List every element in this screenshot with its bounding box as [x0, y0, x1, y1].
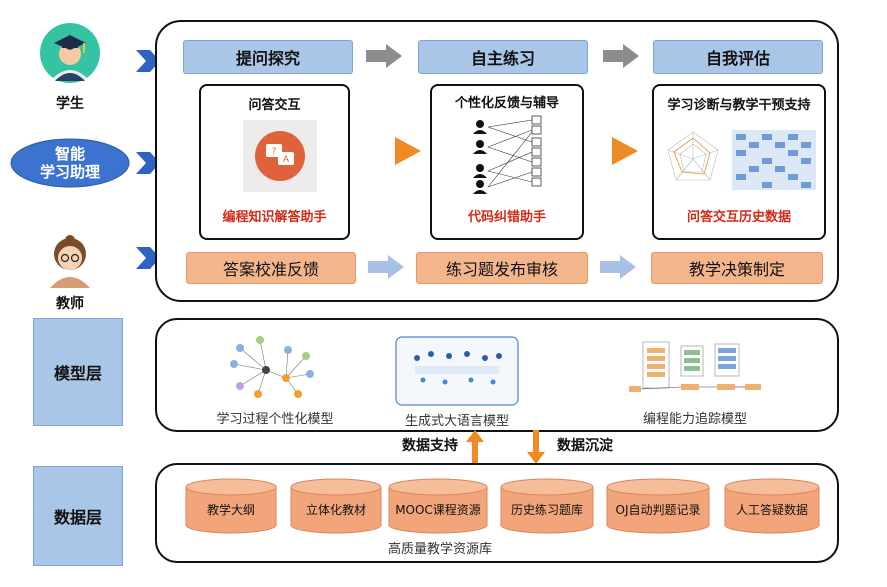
card-feedback-caption: 代码纠错助手: [467, 209, 546, 225]
heatmap-graphic: [732, 130, 816, 190]
arrow-right-icon: [612, 137, 638, 165]
resource-cylinder: OJ自动判题记录: [606, 478, 710, 534]
resource-oj-records: OJ自动判题记录: [615, 502, 701, 517]
programming-trace-graphic: [625, 338, 765, 400]
svg-text:A: A: [283, 155, 290, 165]
teacher-avatar: [40, 228, 100, 290]
model-learning-process: 学习过程个性化模型: [216, 411, 334, 427]
step-ask-explore: 提问探究: [183, 40, 353, 74]
step-answer-calibration: 答案校准反馈: [186, 252, 356, 284]
step-exercise-release: 练习题发布审核: [416, 252, 588, 284]
svg-text:?: ?: [272, 147, 277, 157]
data-layer-label: 数据层: [33, 466, 123, 566]
assistant-label: 智能 学习助理: [39, 145, 100, 181]
resource-syllabus: 教学大纲: [206, 502, 255, 517]
resource-exercise-bank: 历史练习题库: [510, 502, 583, 517]
student-avatar: [40, 23, 100, 83]
arrow-right-icon: [600, 255, 636, 279]
resource-cylinder: 立体化教材: [290, 478, 382, 534]
chevron-right-icon: [136, 50, 160, 72]
model-programming-ability: 编程能力追踪模型: [642, 411, 747, 427]
resource-cylinder: 人工答疑数据: [724, 478, 820, 534]
arrow-right-icon: [395, 137, 421, 165]
chat-bubble-icon: ? A: [243, 120, 317, 192]
resource-manual-qa: 人工答疑数据: [735, 502, 808, 517]
teacher-label: 教师: [56, 296, 84, 312]
resource-textbook: 立体化教材: [305, 502, 366, 517]
student-matching-graphic: [470, 112, 550, 194]
step-teaching-decision: 教学决策制定: [651, 252, 823, 284]
model-generative-llm: 生成式大语言模型: [404, 413, 509, 429]
card-qa-title: 问答交互: [248, 97, 301, 113]
card-qa: 问答交互 ? A 编程知识解答助手: [199, 84, 350, 240]
resource-library-caption: 高质量教学资源库: [387, 541, 492, 557]
arrow-right-icon: [366, 44, 402, 68]
resource-cylinder: 教学大纲: [185, 478, 277, 534]
card-diagnosis-title: 学习诊断与教学干预支持: [667, 97, 811, 113]
model-layer-label: 模型层: [33, 318, 123, 426]
radar-chart-graphic: [660, 126, 726, 192]
card-feedback: 个性化反馈与辅导 代码纠错助手: [430, 84, 584, 240]
data-sediment-label: 数据沉淀: [557, 438, 613, 454]
assistant-ellipse: 智能 学习助理: [10, 138, 130, 188]
resource-mooc: MOOC课程资源: [395, 502, 481, 517]
chevron-right-icon: [136, 152, 160, 174]
step-self-assess: 自我评估: [653, 40, 823, 74]
resource-cylinder: 历史练习题库: [500, 478, 594, 534]
arrow-right-icon: [368, 255, 404, 279]
nlp-graphic: [395, 336, 519, 406]
card-diagnosis-caption: 问答交互历史数据: [686, 209, 791, 225]
data-support-label: 数据支持: [402, 438, 458, 454]
card-feedback-title: 个性化反馈与辅导: [454, 95, 559, 111]
student-label: 学生: [56, 96, 84, 112]
resource-cylinder: MOOC课程资源: [388, 478, 488, 534]
step-self-practice: 自主练习: [418, 40, 588, 74]
arrow-down-icon: [527, 430, 545, 464]
chevron-right-icon: [136, 247, 160, 269]
network-graph-graphic: [226, 334, 322, 402]
card-diagnosis: 学习诊断与教学干预支持 问答交互: [652, 84, 826, 240]
card-qa-caption: 编程知识解答助手: [222, 209, 327, 225]
arrow-up-icon: [466, 430, 484, 464]
arrow-right-icon: [603, 44, 639, 68]
